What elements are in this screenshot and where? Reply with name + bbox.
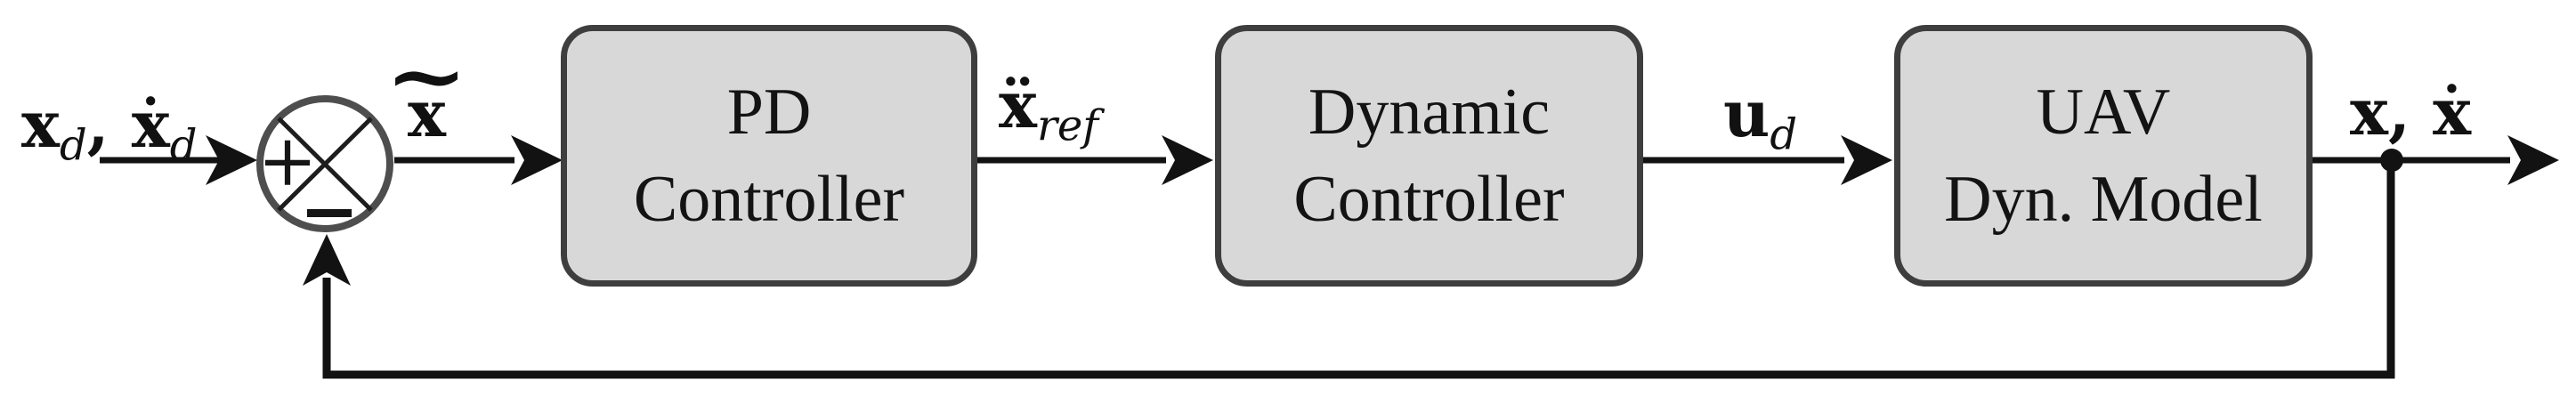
- input-base2: ẋ: [131, 86, 170, 162]
- reference-base: ẍ: [999, 67, 1037, 142]
- output-separator: ,: [2387, 74, 2434, 149]
- feedback-wire: [322, 162, 2395, 379]
- control-sub: d: [1770, 109, 1798, 160]
- control-signal-label: ud: [1723, 82, 1798, 160]
- uav-model-block: UAV Dyn. Model: [1894, 25, 2313, 287]
- feedback-arrowhead-icon: [303, 234, 351, 286]
- summing-cross-diagonal-2: [277, 117, 373, 212]
- input-sub2: d: [169, 120, 198, 171]
- error-arrowhead-icon: [511, 135, 563, 185]
- pd-controller-block: PD Controller: [561, 25, 977, 287]
- output-arrowhead-icon: [2507, 135, 2559, 185]
- input-separator: ,: [86, 86, 132, 162]
- input-signal-label: xd, ẋd: [21, 93, 197, 167]
- uav-model-label-line2: Dyn. Model: [1944, 163, 2263, 236]
- branch-dot: [2380, 149, 2403, 172]
- control-arrowhead-icon: [1841, 135, 1892, 185]
- error-base: x: [408, 76, 446, 151]
- pd-controller-label-line1: PD: [726, 75, 812, 149]
- output-base1: x: [2350, 74, 2388, 149]
- pd-controller-label-line2: Controller: [633, 163, 905, 236]
- tilde-accent: ~: [385, 28, 469, 123]
- dynamic-controller-block: Dynamic Controller: [1215, 25, 1643, 287]
- dynamic-controller-label-line2: Controller: [1293, 163, 1565, 236]
- minus-sign: −: [299, 168, 360, 253]
- control-base: u: [1723, 76, 1770, 151]
- plus-sign: +: [257, 118, 318, 202]
- reference-arrowhead-icon: [1162, 135, 1213, 185]
- input-sub1: d: [59, 120, 87, 171]
- reference-signal-label: ẍref: [999, 73, 1099, 151]
- output-signal-label: x, ẋ: [2350, 80, 2471, 144]
- output-base2: ẋ: [2433, 74, 2472, 149]
- reference-sub: ref: [1036, 101, 1099, 151]
- input-arrowhead-icon: [206, 135, 257, 185]
- error-signal-label: ~x: [385, 35, 469, 146]
- uav-model-label-line1: UAV: [2036, 75, 2171, 149]
- dynamic-controller-label-line1: Dynamic: [1308, 75, 1551, 149]
- input-base1: x: [21, 86, 60, 162]
